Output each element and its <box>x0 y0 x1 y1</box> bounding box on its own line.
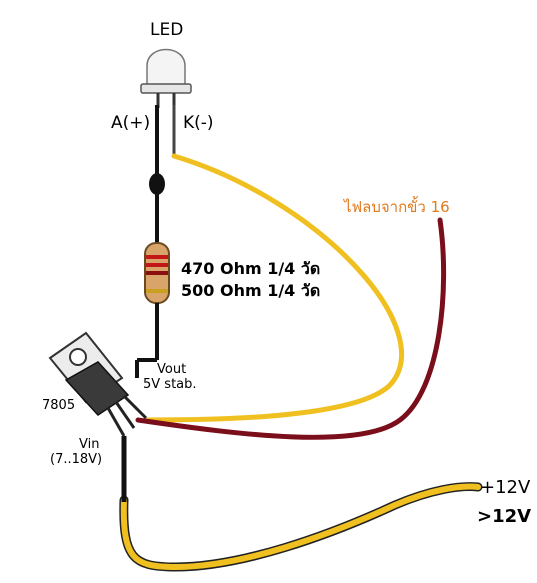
led-label: LED <box>150 20 184 40</box>
led-icon <box>140 48 192 108</box>
cathode-yellow-wire <box>145 153 404 423</box>
vout-label: Vout <box>157 362 187 377</box>
solder-joint <box>149 173 165 195</box>
power-source-note: ไฟลบจากขั้ว 16 <box>344 198 450 216</box>
vout-stab-label: 5V stab. <box>143 377 197 392</box>
vin-label: Vin <box>79 437 100 452</box>
supply-label: +12V <box>480 477 531 498</box>
resistor-icon <box>144 242 170 304</box>
cathode-label: K(-) <box>183 113 214 133</box>
vin-range-label: (7..18V) <box>50 452 103 467</box>
input-yellow-wire <box>119 482 483 572</box>
anode-label: A(+) <box>111 113 151 133</box>
regulator-label: 7805 <box>42 398 76 413</box>
voltage-regulator-icon <box>48 331 148 437</box>
resistor-alt-value-label: 500 Ohm 1/4 วัด <box>181 281 321 300</box>
input-yellow-wire-core <box>120 483 481 571</box>
supply-note-label: >12V <box>477 506 532 527</box>
resistor-value-label: 470 Ohm 1/4 วัด <box>181 259 321 278</box>
dark-red-wire <box>135 217 447 440</box>
